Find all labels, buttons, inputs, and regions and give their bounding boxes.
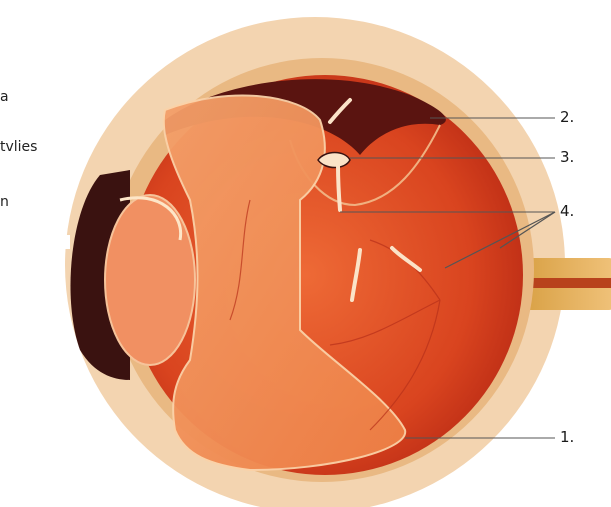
- marker-1: 1.: [560, 430, 574, 445]
- side-label-fragment-2: tvlies: [0, 140, 37, 154]
- side-label-fragment-3: n: [0, 195, 9, 209]
- lens: [105, 195, 195, 365]
- retinal-tear: [318, 153, 350, 168]
- marker-4: 4.: [560, 204, 574, 219]
- marker-3: 3.: [560, 150, 574, 165]
- side-label-fragment-1: a: [0, 90, 9, 104]
- marker-2: 2.: [560, 110, 574, 125]
